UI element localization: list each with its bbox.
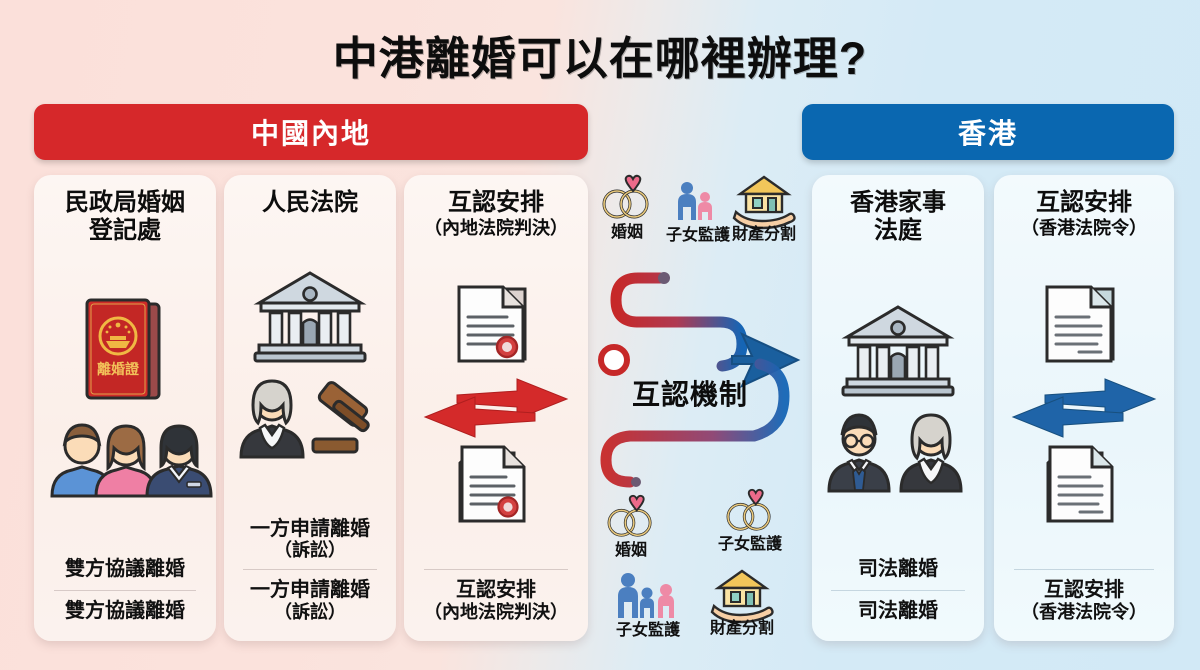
family-icon	[618, 573, 674, 618]
house-in-hand-icon	[732, 175, 796, 230]
card-mutual-recognition-hk[interactable]: 互認安排 （香港法院令）	[994, 175, 1174, 641]
card-artwork	[404, 240, 588, 570]
icon-label: 子女監護	[718, 536, 783, 553]
center-bottom-icon-custody-family: 子女監護	[614, 572, 682, 639]
card-title-line1: 香港家事	[850, 189, 946, 216]
card-title-line1: 人民法院	[262, 189, 358, 216]
card-title: 互認安排 （香港法院令）	[1015, 189, 1153, 240]
icon-label: 子女監護	[615, 622, 680, 639]
icon-label: 財產分割	[732, 226, 797, 243]
courthouse-icon	[253, 271, 367, 363]
people-group-icon	[50, 423, 213, 498]
card-title-line1: 民政局婚姻	[65, 189, 185, 216]
card-peoples-court[interactable]: 人民法院	[224, 175, 396, 641]
wedding-rings-icon	[602, 174, 649, 219]
footer-primary: 互認安排 （香港法院令）	[1021, 579, 1147, 622]
card-footer: 一方申請離婚 （訴訟） 一方申請離婚 （訴訟）	[224, 509, 396, 641]
icon-label: 子女監護	[666, 227, 731, 244]
family-icon	[678, 182, 712, 220]
icon-label: 婚姻	[614, 542, 647, 559]
gavel-icon	[311, 381, 370, 454]
card-footer: 互認安排 （內地法院判決）	[404, 569, 588, 641]
wedding-rings-icon	[726, 488, 771, 531]
center-bottom-icon-custody-rings: 子女監護	[718, 488, 783, 553]
card-artwork	[224, 217, 396, 509]
courthouse-icon	[841, 305, 955, 397]
footer-primary: 互認安排 （內地法院判決）	[424, 579, 568, 622]
registrar-officer-icon	[145, 424, 213, 498]
sealed-document-icon	[458, 445, 526, 522]
card-artwork	[994, 240, 1174, 570]
icon-label: 財產分割	[710, 620, 775, 637]
footer-secondary: 一方申請離婚 （訴訟）	[250, 579, 370, 622]
card-footer: 司法離婚 司法離婚	[812, 549, 984, 641]
card-title: 民政局婚姻 登記處	[59, 189, 191, 246]
footer-primary: 雙方協議離婚	[65, 558, 185, 581]
card-title: 互認安排 （內地法院判決）	[418, 189, 574, 240]
icon-label: 婚姻	[610, 224, 643, 241]
lawyer-and-judge-icon	[827, 413, 963, 493]
card-title-line2: 法庭	[874, 217, 922, 245]
divorce-certificate-icon: 離婚證	[85, 298, 161, 400]
card-subtitle: （內地法院判決）	[424, 218, 568, 239]
card-title-line1: 互認安排	[448, 189, 544, 216]
center-top-icon-property: 財產分割	[732, 174, 796, 243]
card-title: 香港家事 法庭	[844, 189, 952, 246]
center-top-icon-marriage: 婚姻	[598, 174, 656, 241]
card-artwork	[812, 246, 984, 550]
certificate-label: 離婚證	[97, 361, 140, 377]
card-footer: 雙方協議離婚 雙方協議離婚	[34, 549, 216, 641]
footer-secondary: 司法離婚	[858, 599, 938, 622]
judge-icon	[899, 413, 963, 493]
wedding-rings-icon	[607, 494, 652, 537]
card-title: 人民法院	[256, 189, 364, 217]
region-header-hongkong-label: 香港	[957, 118, 1018, 149]
card-subtitle: （香港法院令）	[1021, 218, 1147, 239]
center-bottom-icon-marriage: 婚姻	[602, 494, 660, 559]
footer-secondary: 雙方協議離婚	[65, 599, 185, 622]
document-icon	[1046, 445, 1114, 522]
center-bottom-icon-property: 財產分割	[710, 568, 774, 637]
footer-primary: 司法離婚	[858, 558, 938, 581]
footer-primary: 一方申請離婚 （訴訟）	[250, 517, 370, 561]
card-mutual-recognition-mainland[interactable]: 互認安排 （內地法院判決）	[404, 175, 588, 641]
region-header-hongkong: 香港	[802, 104, 1174, 160]
couple-icon	[50, 423, 158, 498]
card-title-line2: 登記處	[89, 217, 161, 245]
footer-divider	[242, 569, 378, 571]
sealed-documents-icon	[457, 285, 527, 362]
mutual-recognition-flow: 互認機制 婚姻 子女監護	[592, 168, 810, 646]
footer-divider	[1013, 569, 1155, 571]
judge-icon	[239, 379, 305, 459]
blue-two-way-arrow-icon	[1011, 377, 1157, 438]
house-in-hand-icon	[710, 569, 774, 624]
card-title-line1: 互認安排	[1036, 189, 1132, 216]
card-artwork: 離婚證	[34, 246, 216, 550]
documents-icon	[1045, 285, 1115, 362]
card-civil-affairs-bureau[interactable]: 民政局婚姻 登記處 離婚證	[34, 175, 216, 641]
mechanism-label: 互認機制	[631, 379, 748, 410]
footer-divider	[54, 589, 196, 591]
card-footer: 互認安排 （香港法院令）	[994, 569, 1174, 641]
page-title: 中港離婚可以在哪裡辦理?	[332, 33, 868, 84]
footer-divider	[830, 589, 966, 591]
lawyer-icon	[827, 413, 891, 493]
flow-arrow-diagram	[598, 272, 801, 488]
red-two-way-arrow-icon	[423, 377, 569, 438]
footer-divider	[424, 569, 568, 571]
center-top-icon-custody: 子女監護	[666, 180, 730, 244]
region-header-mainland-label: 中國內地	[250, 118, 371, 149]
region-header-mainland: 中國內地	[34, 104, 588, 160]
judge-and-gavel-icon	[239, 379, 370, 459]
card-hk-family-court[interactable]: 香港家事 法庭	[812, 175, 984, 641]
